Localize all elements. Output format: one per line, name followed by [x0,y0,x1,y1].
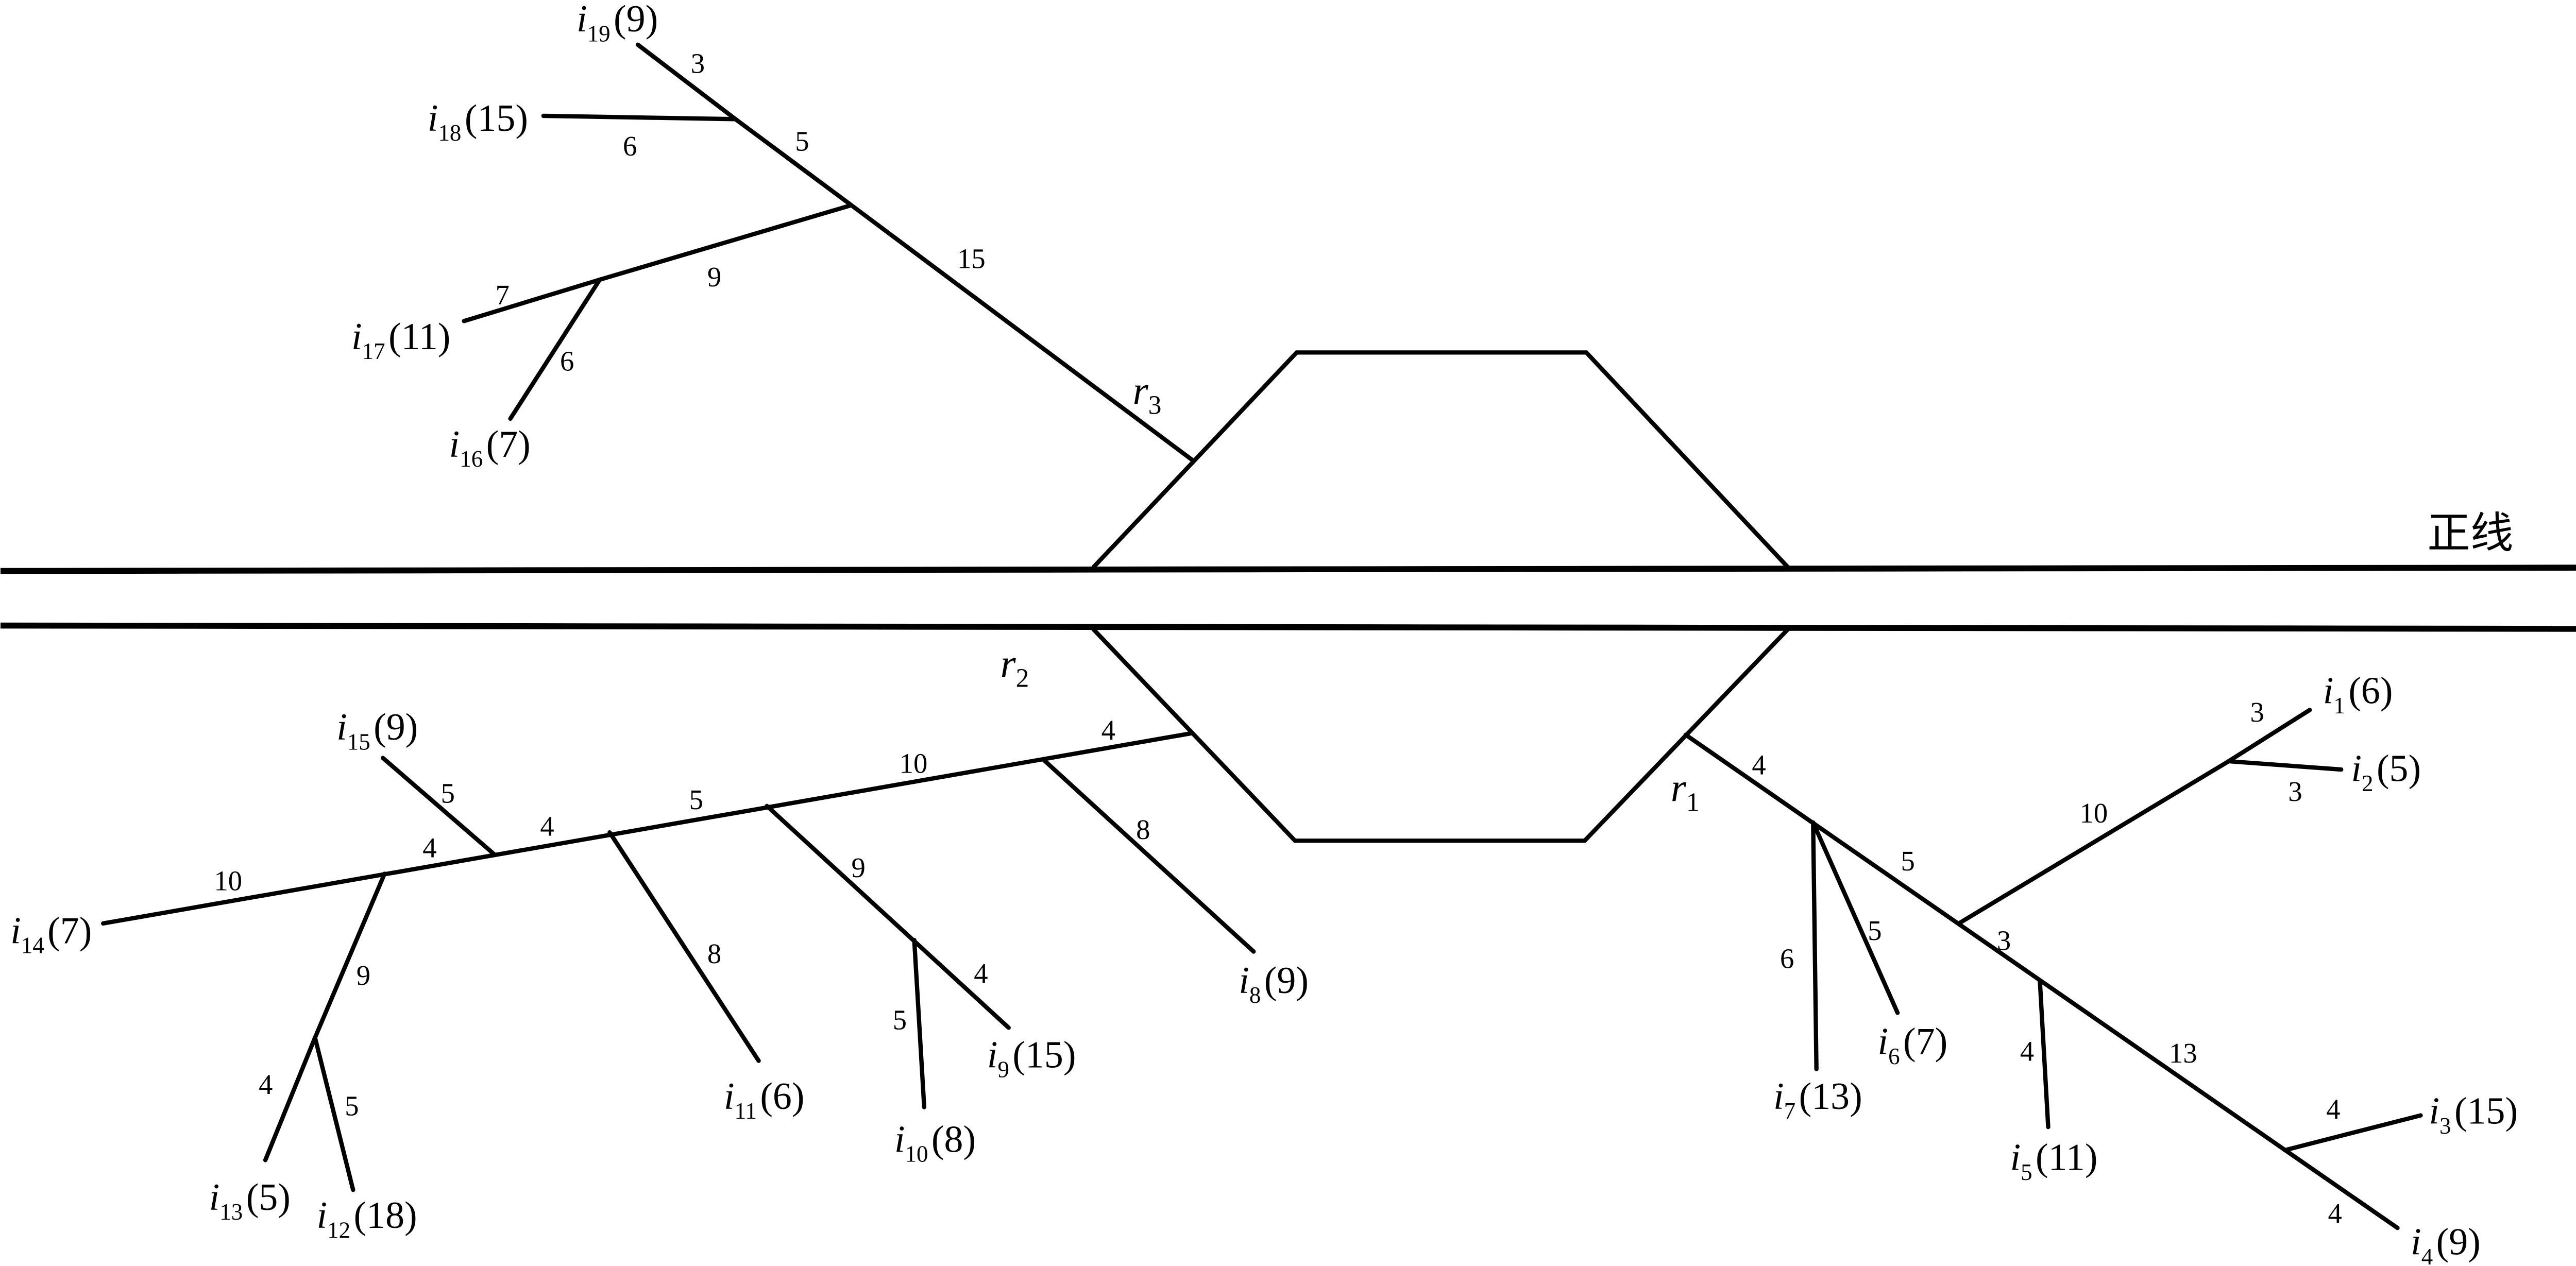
node-label-i11: i11(6) [724,1075,804,1124]
node-label-i14: i14(7) [10,909,92,958]
junction-r2-label: r2 [1001,641,1029,693]
node-label-i17: i17(11) [351,315,450,364]
edge [912,937,927,1109]
edge [2226,708,2312,764]
edge-weight-w-r2-o: 8 [1136,814,1150,845]
node-labels: i1(6) i2(5) i3(15) i4(9) i5(11) i6(7) i7(13) i8… [10,0,2518,1266]
edge-weight-w-r2-e: 4 [422,832,436,863]
edge [541,113,738,122]
edge-weight-w-r2-h: 9 [357,960,370,991]
edge-weight-w-r1-a: 4 [1752,749,1766,781]
main-line-upper [0,564,2576,574]
edge-weight-w-r2-b: 10 [900,748,928,779]
edge-weight-w-r1-e: 10 [2080,797,2108,829]
edge [380,756,496,857]
edge-weight-w-r3-f: 6 [623,130,637,162]
edge [597,203,854,282]
node-label-i15: i15(9) [336,706,418,755]
edge-weight-w-r1-k: 4 [2326,1093,2340,1125]
edge-weight-w-r3-b: 9 [707,261,721,293]
edge-weight-w-r2-m: 4 [974,958,988,989]
edge-weight-w-r3-e: 5 [795,125,809,157]
node-label-i2: i2(5) [2351,747,2421,796]
edge [1811,820,1900,1015]
edge [635,42,738,122]
edge [462,277,602,323]
edge-weight-w-r2-i: 4 [259,1069,273,1100]
edge [508,277,602,421]
junction-r3-label: r3 [1133,368,1162,420]
edge-weight-w-r2-c: 5 [689,784,703,815]
node-label-i8: i8(9) [1239,959,1309,1008]
main-line-lower [0,622,2576,632]
edge [1956,759,2231,926]
edge-weight-w-r1-i: 4 [2020,1036,2034,1067]
edge [2282,1113,2423,1153]
edge [313,1035,355,1192]
node-label-i3: i3(15) [2429,1090,2518,1139]
node-label-i13: i13(5) [209,1176,291,1225]
edge [313,871,387,1040]
upper-loop-track [1091,350,1790,569]
junction-r1-label: r1 [1671,765,1700,817]
edge-weight-w-r1-j: 13 [2169,1037,2197,1069]
edge-weight-w-r1-d: 5 [1901,845,1915,877]
main-line-label: 正线 [2427,508,2513,558]
tree-r3 [462,42,1195,463]
edge-weight-w-r3-g: 3 [691,47,705,79]
edge-weight-w-r2-k: 8 [707,938,721,969]
node-label-i12: i12(18) [317,1194,417,1243]
node-label-i4: i4(9) [2411,1221,2481,1266]
edge-weight-w-r2-f: 10 [214,865,242,897]
edge [1041,757,1256,954]
node-label-i10: i10(8) [894,1118,976,1167]
edge [263,1035,317,1162]
node-label-i18: i18(15) [428,97,528,146]
edge-weight-w-r3-a: 15 [957,243,986,275]
edge-weight-w-r2-l: 9 [851,852,865,883]
edge-weight-w-r1-h: 3 [1997,925,2011,956]
node-label-i1: i1(6) [2323,670,2393,718]
node-label-i19: i19(9) [577,0,658,46]
node-label-i7: i7(13) [1773,1075,1862,1124]
edge [733,117,854,208]
edge-weight-w-r1-b: 6 [1780,943,1794,974]
edge-weight-w-r1-f: 3 [2250,696,2264,728]
edge-weight-w-r2-g: 5 [441,777,455,809]
edge-weight-w-r2-n: 5 [893,1004,907,1036]
edge-weight-w-r1-l: 4 [2328,1197,2342,1229]
edge [2038,979,2050,1130]
node-label-i9: i9(15) [987,1033,1076,1082]
edge-weight-w-r3-d: 6 [560,346,574,377]
edge-weight-w-r3-c: 7 [496,279,510,311]
edge-weight-w-r2-d: 4 [540,811,554,842]
edge [607,830,761,1063]
edge [1811,820,1819,1071]
tree-r2 [100,731,1256,1192]
node-label-i6: i6(7) [1878,1020,1948,1069]
edge [849,203,1195,463]
edge-weight-w-r1-c: 5 [1868,915,1882,946]
tree-r1 [1683,708,2423,1230]
edge-weight-w-r2-a: 4 [1101,714,1115,746]
edge-weight-w-r2-j: 5 [345,1090,359,1122]
node-label-i16: i16(7) [449,423,531,472]
edge-weight-w-r1-g: 3 [2288,776,2302,807]
node-label-i5: i5(11) [2010,1136,2098,1185]
edge [2226,759,2344,772]
edge [765,803,1011,1030]
edge [100,731,1195,926]
